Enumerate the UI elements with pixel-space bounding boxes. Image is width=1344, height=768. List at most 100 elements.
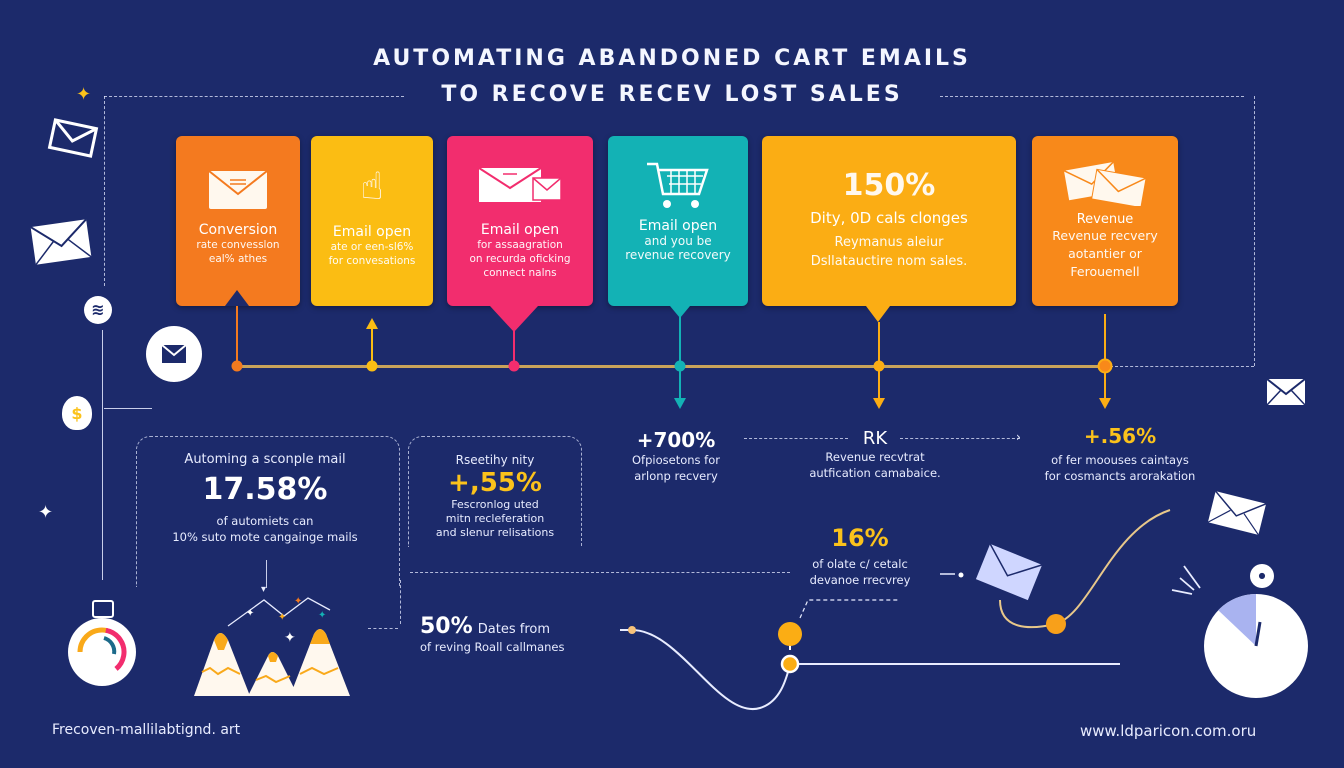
stat-text: Revenue recvtrat <box>825 450 925 464</box>
envelope-icon <box>47 118 99 158</box>
timeline-dot[interactable] <box>366 360 378 372</box>
title-divider-right <box>940 96 1244 97</box>
card-email-open-2[interactable]: Email open for assaagration on recurda o… <box>447 136 593 306</box>
arrow-down-icon <box>674 398 686 409</box>
svg-text:✦: ✦ <box>284 630 296 646</box>
card-text: Revenue recvery <box>1052 228 1158 243</box>
stat-50: 50% Dates from of reving Roall callmanes <box>420 614 620 655</box>
stat-56: +.56% of fer moouses caintays for cosman… <box>1020 424 1220 484</box>
stat-value: 17.58% <box>202 472 328 507</box>
frame-left-line <box>104 96 105 286</box>
timeline-dot[interactable] <box>508 360 520 372</box>
timeline-connector <box>236 306 238 364</box>
timeline-dot[interactable] <box>1097 358 1113 374</box>
stat-label: Dates from <box>477 622 550 637</box>
menu-circle-icon[interactable]: ≋ <box>84 296 112 324</box>
connector-dashed <box>400 580 401 624</box>
connector-dashed <box>744 438 848 439</box>
peaks-chart-icon: ✦ ✦ ✦ ✦ ✦ <box>194 596 350 696</box>
card-text: Ferouemell <box>1070 264 1140 279</box>
card-title: Revenue <box>1076 212 1134 227</box>
card-email-open-3[interactable]: Email open and you be revenue recovery <box>608 136 748 306</box>
card-title: Email open <box>638 218 718 234</box>
stat-value: +.56% <box>1083 424 1157 448</box>
card-text: for convesations <box>328 255 416 267</box>
gauge-clock-icon <box>68 618 136 686</box>
stat-box-dashed-1 <box>136 436 400 587</box>
card-title: Conversion <box>198 222 278 238</box>
card-pointer <box>225 290 249 306</box>
card-pointer <box>490 306 538 332</box>
card-text: eal% athes <box>208 253 268 265</box>
stat-label: Rseetihy nity <box>455 453 535 467</box>
money-bag-icon: $ <box>62 396 92 430</box>
timeline-line <box>237 365 1105 368</box>
pointer-hand-icon: ☝ <box>360 164 384 208</box>
motion-lines-icon <box>1171 565 1201 595</box>
arrow-up-icon <box>366 318 378 329</box>
stat-rk: RK Revenue recvtrat autfication camabaic… <box>790 428 960 481</box>
card-revenue[interactable]: Revenue Revenue recvery aotantier or Fer… <box>1032 136 1178 306</box>
card-text: Dsllatauctire nom sales. <box>810 254 968 269</box>
timeline-dot[interactable] <box>873 360 885 372</box>
stat-value: 50% <box>420 614 473 639</box>
arrow-down-icon: ▾ <box>261 584 267 595</box>
connector-dashed <box>900 438 1020 439</box>
stat-text: mitn recleferation <box>445 512 545 525</box>
connector-dashed <box>410 572 790 573</box>
card-title: Email open <box>480 222 560 238</box>
shopping-cart-icon <box>647 162 709 208</box>
arrow-down-icon <box>873 398 885 409</box>
card-title: Dity, 0D cals clonges <box>810 209 968 227</box>
connector-dashed <box>368 628 398 629</box>
card-text: rate convesslon <box>196 239 280 251</box>
stat-value: +700% <box>636 428 716 452</box>
envelope-icon <box>208 170 268 209</box>
flow-curve <box>620 509 1171 711</box>
stat-label: Automing a sconple mail <box>184 452 346 467</box>
title-line-2: TO RECOVE RECEV LOST SALES <box>441 82 903 107</box>
stat-text: of automiets can <box>216 514 314 528</box>
footer-url-link[interactable]: www.ldparicon.com.oru <box>1080 722 1257 740</box>
stat-text: of fer moouses caintays <box>1051 453 1189 467</box>
stat-value: 16% <box>831 524 889 552</box>
gauge-top-icon <box>92 600 114 618</box>
timeline-connector <box>1104 314 1106 400</box>
stat-value: RK <box>862 428 888 449</box>
timeline-connector <box>513 330 515 364</box>
stopwatch-icon <box>1204 594 1308 698</box>
stat-automing: Automing a sconple mail 17.58% of automi… <box>150 452 380 545</box>
svg-text:✦: ✦ <box>294 596 302 607</box>
envelope-icon <box>1207 490 1267 536</box>
branch-arrow-line <box>104 408 152 409</box>
card-text: for assaagration <box>477 239 563 251</box>
svg-text:✦: ✦ <box>246 608 254 619</box>
card-text: connect nalns <box>483 267 557 279</box>
stat-text: Fescronlog uted <box>451 498 539 511</box>
title-line-1: AUTOMATING ABANDONED CART EMAILS <box>373 46 971 71</box>
connector-line <box>266 560 267 588</box>
stat-text: of olate c/ cetalc <box>812 557 908 571</box>
envelope-icon <box>975 543 1043 601</box>
card-text: aotantier or <box>1068 246 1142 261</box>
card-text: ate or een-sl6% <box>330 241 414 253</box>
card-conversion[interactable]: Conversion rate convesslon eal% athes <box>176 136 300 306</box>
arrow-down-icon <box>1099 398 1111 409</box>
double-envelope-icon <box>1063 161 1147 206</box>
svg-text:✦: ✦ <box>318 610 326 621</box>
sparkle-icon: ✦ <box>38 502 54 523</box>
card-150-percent[interactable]: 150% Dity, 0D cals clonges Reymanus alei… <box>762 136 1016 306</box>
stat-receity: Rseetihy nity +,55% Fescronlog uted mitn… <box>412 452 578 540</box>
stopwatch-button: ● <box>1250 564 1274 588</box>
card-email-open-1[interactable]: ☝ Email open ate or een-sl6% for convesa… <box>311 136 433 306</box>
card-pointer <box>670 306 690 318</box>
card-text: Reymanus aleiur <box>834 235 944 250</box>
stat-text: for cosmancts arorakation <box>1044 469 1196 483</box>
stat-text: of reving Roall callmanes <box>420 640 565 654</box>
stat-700: +700% Ofpiosetons for arlonp recvery <box>606 428 746 484</box>
stat-text: Ofpiosetons for <box>632 453 720 467</box>
timeline-dot[interactable] <box>674 360 686 372</box>
timeline-dot[interactable] <box>231 360 243 372</box>
title-divider-left <box>104 96 404 97</box>
mail-circle-icon[interactable] <box>146 326 202 382</box>
